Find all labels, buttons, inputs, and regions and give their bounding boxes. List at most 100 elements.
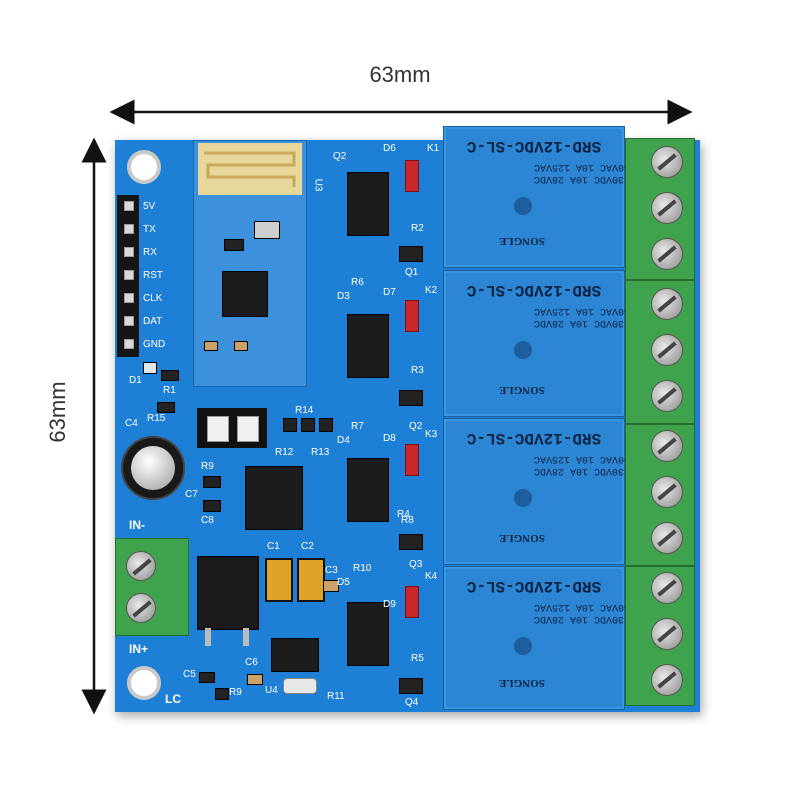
designator-d5: D5 <box>337 577 350 588</box>
ul-mark-icon <box>514 489 532 507</box>
power-in-plus-label: IN+ <box>129 642 149 656</box>
relay-model-label: SRD-12VDC-SL-C <box>466 137 602 155</box>
designator-u3: U3 <box>312 178 324 192</box>
header-pin-label: RST <box>143 270 163 281</box>
terminal-screw-icon[interactable] <box>651 476 683 508</box>
terminal-screw-icon[interactable] <box>651 618 683 650</box>
designator-r7: R7 <box>351 421 364 432</box>
diode <box>405 300 419 332</box>
relay-model-label: SRD-12VDC-SL-C <box>466 577 602 595</box>
designator-q3: Q3 <box>409 559 423 570</box>
width-dimension-label: 63mm <box>369 62 431 87</box>
corner-mark: LC <box>165 692 181 706</box>
designator-c6: C6 <box>245 657 258 668</box>
designator-c2: C2 <box>301 541 314 552</box>
transistor <box>399 678 423 694</box>
designator-d7: D7 <box>383 287 396 298</box>
designator-k3: K3 <box>425 429 438 440</box>
electrolytic-capacitor <box>121 436 185 500</box>
tantalum-capacitor <box>297 558 325 602</box>
designator-r15: R15 <box>147 413 166 424</box>
relay-brand-label: SONGLE <box>499 677 545 689</box>
ul-mark-icon <box>514 197 532 215</box>
jumper-block <box>197 408 267 448</box>
designator-q4: Q4 <box>405 697 419 708</box>
header-pin-label: RX <box>143 247 157 258</box>
transistor <box>399 534 423 550</box>
relay-3: SRD-12VDC-SL-C 10A 250VAC 10A 125VAC 10A… <box>443 418 660 565</box>
diode <box>405 586 419 618</box>
relay-brand-label: SONGLE <box>499 384 545 396</box>
pin-header <box>117 195 139 357</box>
designator-r2: R2 <box>411 223 424 234</box>
designator-q2b: Q2 <box>409 421 423 432</box>
optocoupler-4 <box>347 602 389 666</box>
bluetooth-module <box>193 140 307 387</box>
designator-k2: K2 <box>425 285 438 296</box>
relay-brand-label: SONGLE <box>499 532 545 544</box>
terminal-screw-icon[interactable] <box>651 380 683 412</box>
height-dimension-label: 63mm <box>45 381 70 443</box>
designator-r13: R13 <box>311 447 330 458</box>
terminal-screw-icon[interactable] <box>651 522 683 554</box>
power-in-minus-label: IN- <box>129 518 145 532</box>
designator-k1: K1 <box>427 143 440 154</box>
terminal-screw-icon[interactable] <box>651 430 683 462</box>
terminal-screw-icon[interactable] <box>651 334 683 366</box>
mounting-hole <box>127 666 161 700</box>
mounting-hole <box>127 150 161 184</box>
designator-c8: C8 <box>201 515 214 526</box>
header-pin-label: DAT <box>143 316 163 327</box>
transistor <box>399 390 423 406</box>
designator-k4: K4 <box>425 571 438 582</box>
designator-r4: R4 <box>397 509 410 520</box>
designator-r1: R1 <box>163 385 176 396</box>
designator-r3: R3 <box>411 365 424 376</box>
voltage-regulator <box>197 556 259 630</box>
designator-d9: D9 <box>383 599 396 610</box>
optocoupler-2 <box>347 314 389 378</box>
designator-c7: C7 <box>185 489 198 500</box>
antenna-trace-icon <box>204 151 296 187</box>
header-pin-label: TX <box>143 224 156 235</box>
terminal-screw-icon[interactable] <box>651 572 683 604</box>
designator-c4: C4 <box>125 418 138 429</box>
power-input-terminal <box>115 538 189 636</box>
designator-r8: R8 <box>401 515 414 526</box>
designator-c5: C5 <box>183 669 196 680</box>
antenna-area <box>198 143 302 195</box>
optocoupler-1 <box>347 172 389 236</box>
output-terminal-block <box>625 138 695 706</box>
ul-mark-icon <box>514 341 532 359</box>
designator-r10: R10 <box>353 563 372 574</box>
terminal-screw-icon[interactable] <box>651 238 683 270</box>
terminal-screw-icon[interactable] <box>651 192 683 224</box>
relay-model-label: SRD-12VDC-SL-C <box>466 429 602 447</box>
terminal-screw-icon[interactable] <box>651 664 683 696</box>
header-pin-label: CLK <box>143 293 163 304</box>
terminal-screw-icon[interactable] <box>651 288 683 320</box>
optocoupler-3 <box>347 458 389 522</box>
designator-r14: R14 <box>295 405 314 416</box>
designator-r12: R12 <box>275 447 294 458</box>
relay-2: SRD-12VDC-SL-C 10A 250VAC 10A 125VAC 10A… <box>443 270 660 417</box>
designator-d1: D1 <box>129 375 142 386</box>
designator-q1: Q1 <box>405 267 419 278</box>
terminal-screw-icon[interactable] <box>651 146 683 178</box>
relay-brand-label: SONGLE <box>499 235 545 247</box>
designator-r6: R6 <box>351 277 364 288</box>
diode <box>405 444 419 476</box>
u4-chip <box>271 638 319 672</box>
designator-d4: D4 <box>337 435 350 446</box>
designator-d3: D3 <box>337 291 350 302</box>
designator-q2: Q2 <box>333 151 347 162</box>
header-pin-label: GND <box>143 339 166 350</box>
relay-4: SRD-12VDC-SL-C 10A 250VAC 10A 125VAC 10A… <box>443 566 660 710</box>
designator-c3: C3 <box>325 565 338 576</box>
transistor <box>399 246 423 262</box>
tantalum-capacitor <box>265 558 293 602</box>
designator-d6: D6 <box>383 143 396 154</box>
bluetooth-chip <box>222 271 268 317</box>
designator-r9: R9 <box>201 461 214 472</box>
ul-mark-icon <box>514 637 532 655</box>
